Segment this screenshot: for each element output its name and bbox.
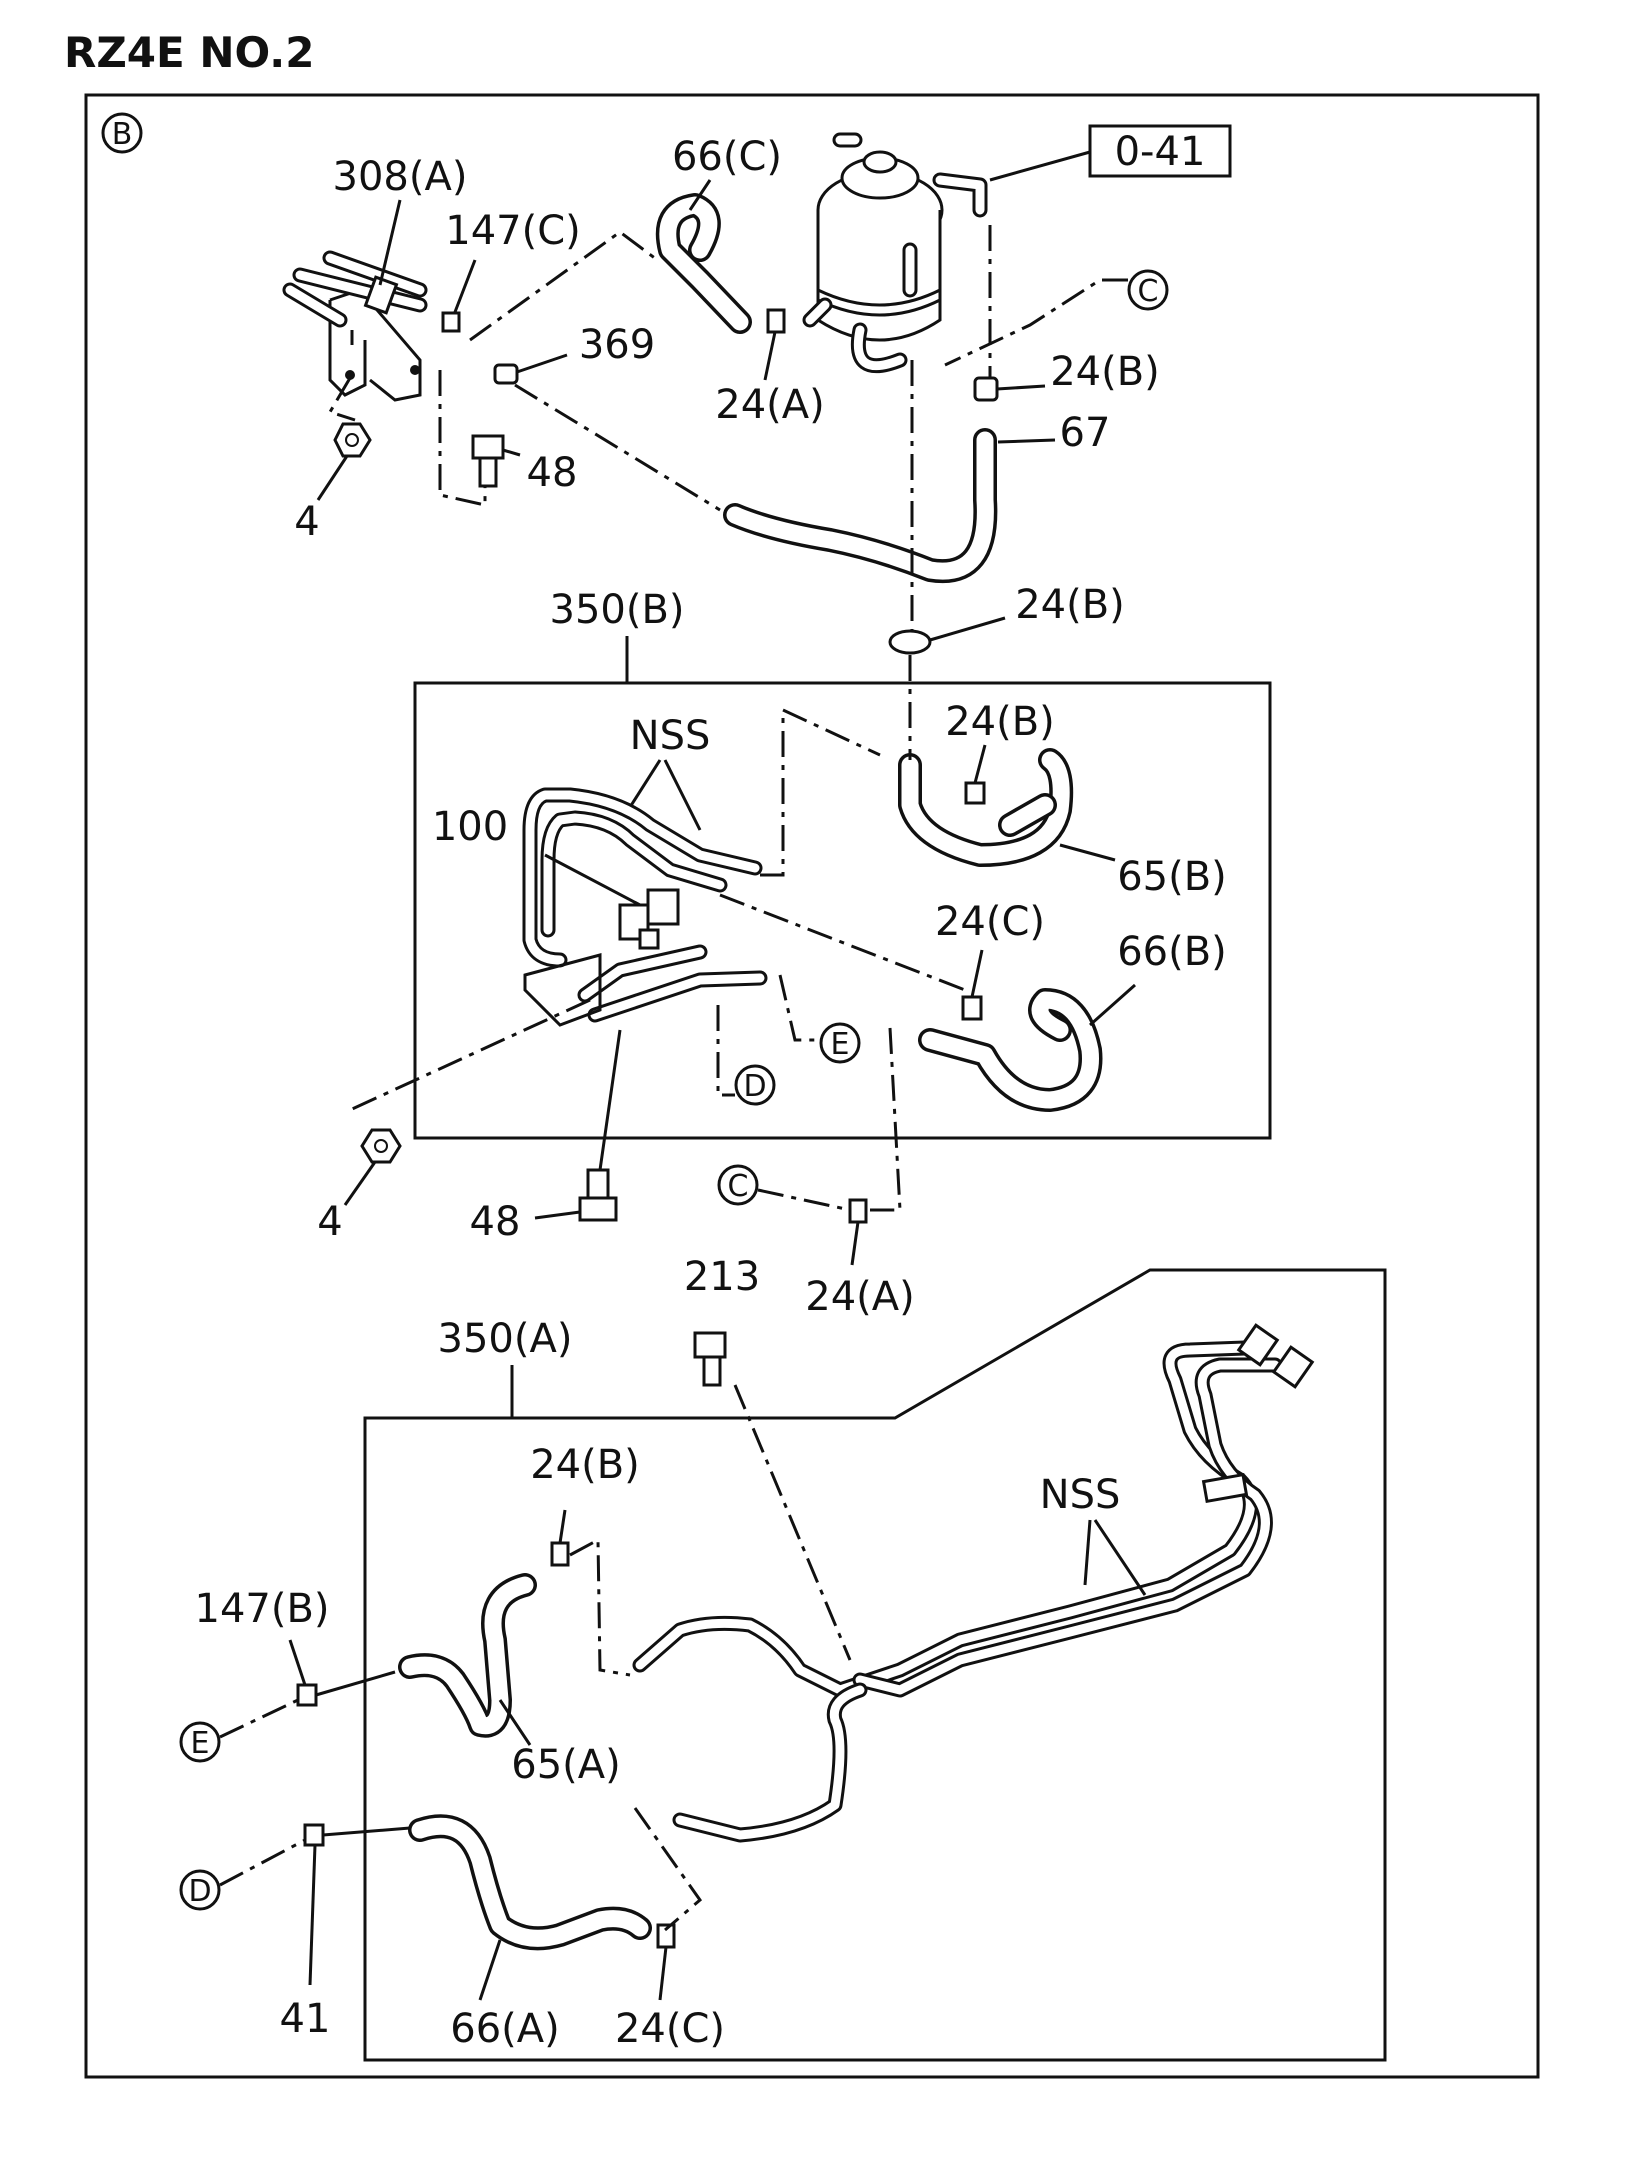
connector-e-upper: E	[819, 1022, 861, 1064]
label-24b-box: 24(B)	[945, 699, 1055, 745]
svg-text:D: D	[188, 1874, 211, 1909]
label-308a: 308(A)	[333, 154, 468, 200]
connector-c-mid: C	[717, 1164, 759, 1206]
clamp-24b-low	[550, 1541, 570, 1567]
valve-100	[618, 888, 680, 950]
clip-147c	[441, 311, 461, 333]
label-24c-low: 24(C)	[615, 2006, 725, 2052]
nut-4-mid	[360, 1128, 402, 1164]
label-66c: 66(C)	[672, 134, 782, 180]
bolt-48-mid	[578, 1168, 618, 1222]
svg-text:C: C	[728, 1169, 749, 1204]
label-67: 67	[1060, 410, 1111, 456]
hose-66a	[408, 1814, 652, 1951]
clip-147b	[296, 1683, 318, 1707]
label-147b: 147(B)	[195, 1586, 330, 1632]
label-41: 41	[280, 1996, 331, 2042]
bolt-213	[693, 1331, 727, 1387]
label-100: 100	[432, 804, 508, 850]
clamp-24b-mid	[888, 629, 932, 655]
label-65b: 65(B)	[1117, 854, 1227, 900]
ref-box-0-41: 0-41	[1088, 124, 1232, 178]
outer-frame	[84, 93, 1540, 2079]
label-24b-low: 24(B)	[530, 1442, 640, 1488]
label-24b-top: 24(B)	[1050, 349, 1160, 395]
hose-65b	[898, 748, 1074, 867]
bolt-48-top	[471, 434, 505, 488]
clamp-24a-mid	[848, 1198, 868, 1224]
pipes-upper	[522, 787, 768, 1023]
clamp-24a-top	[766, 308, 786, 334]
frame-marker: B	[101, 112, 143, 154]
label-4-mid: 4	[317, 1199, 342, 1245]
label-48-top: 48	[527, 450, 578, 496]
fuel-bracket-assembly	[282, 250, 428, 402]
fuel-filter	[802, 132, 988, 374]
group-box-350b	[413, 681, 1272, 1140]
label-369: 369	[579, 322, 655, 368]
connector-e-lower: E	[179, 1721, 221, 1763]
page-title: RZ4E NO.2	[64, 28, 315, 77]
clamp-41	[303, 1823, 325, 1847]
label-350a: 350(A)	[438, 1316, 573, 1362]
clamp-24b-top	[973, 376, 999, 402]
svg-text:0-41: 0-41	[1115, 129, 1206, 175]
label-24b-mid: 24(B)	[1015, 582, 1125, 628]
svg-text:D: D	[743, 1069, 766, 1104]
hose-67	[723, 428, 998, 584]
label-4-top: 4	[294, 499, 319, 545]
svg-text:C: C	[1138, 274, 1159, 309]
nut-4-top	[333, 422, 372, 458]
label-147c: 147(C)	[445, 208, 581, 254]
clamp-369	[493, 363, 519, 385]
label-213: 213	[684, 1254, 760, 1300]
clamp-24c-box	[961, 995, 983, 1021]
label-66a: 66(A)	[450, 2006, 559, 2052]
label-24c-box: 24(C)	[935, 899, 1045, 945]
bracket-upper	[523, 953, 602, 1027]
group-box-350a	[363, 1268, 1387, 2062]
connector-c-top: C	[1127, 269, 1169, 311]
label-48-mid: 48	[470, 1199, 521, 1245]
label-nss-lower: NSS	[1040, 1472, 1121, 1518]
hose-66c	[655, 193, 752, 334]
label-nss-upper: NSS	[630, 713, 711, 759]
connector-d-upper: D	[734, 1064, 776, 1106]
pipes-lower	[632, 1323, 1315, 1843]
connector-d-lower: D	[179, 1869, 221, 1911]
hose-66b	[918, 988, 1103, 1112]
label-350b: 350(B)	[550, 587, 685, 633]
svg-text:E: E	[191, 1726, 210, 1761]
svg-text:B: B	[112, 117, 133, 152]
svg-text:E: E	[831, 1027, 850, 1062]
hose-65a	[398, 1573, 537, 1738]
label-65a: 65(A)	[511, 1742, 620, 1788]
label-66b: 66(B)	[1117, 929, 1227, 975]
label-24a-mid: 24(A)	[805, 1274, 914, 1320]
clamp-24b-box	[964, 781, 986, 805]
label-24a-top: 24(A)	[715, 382, 824, 428]
